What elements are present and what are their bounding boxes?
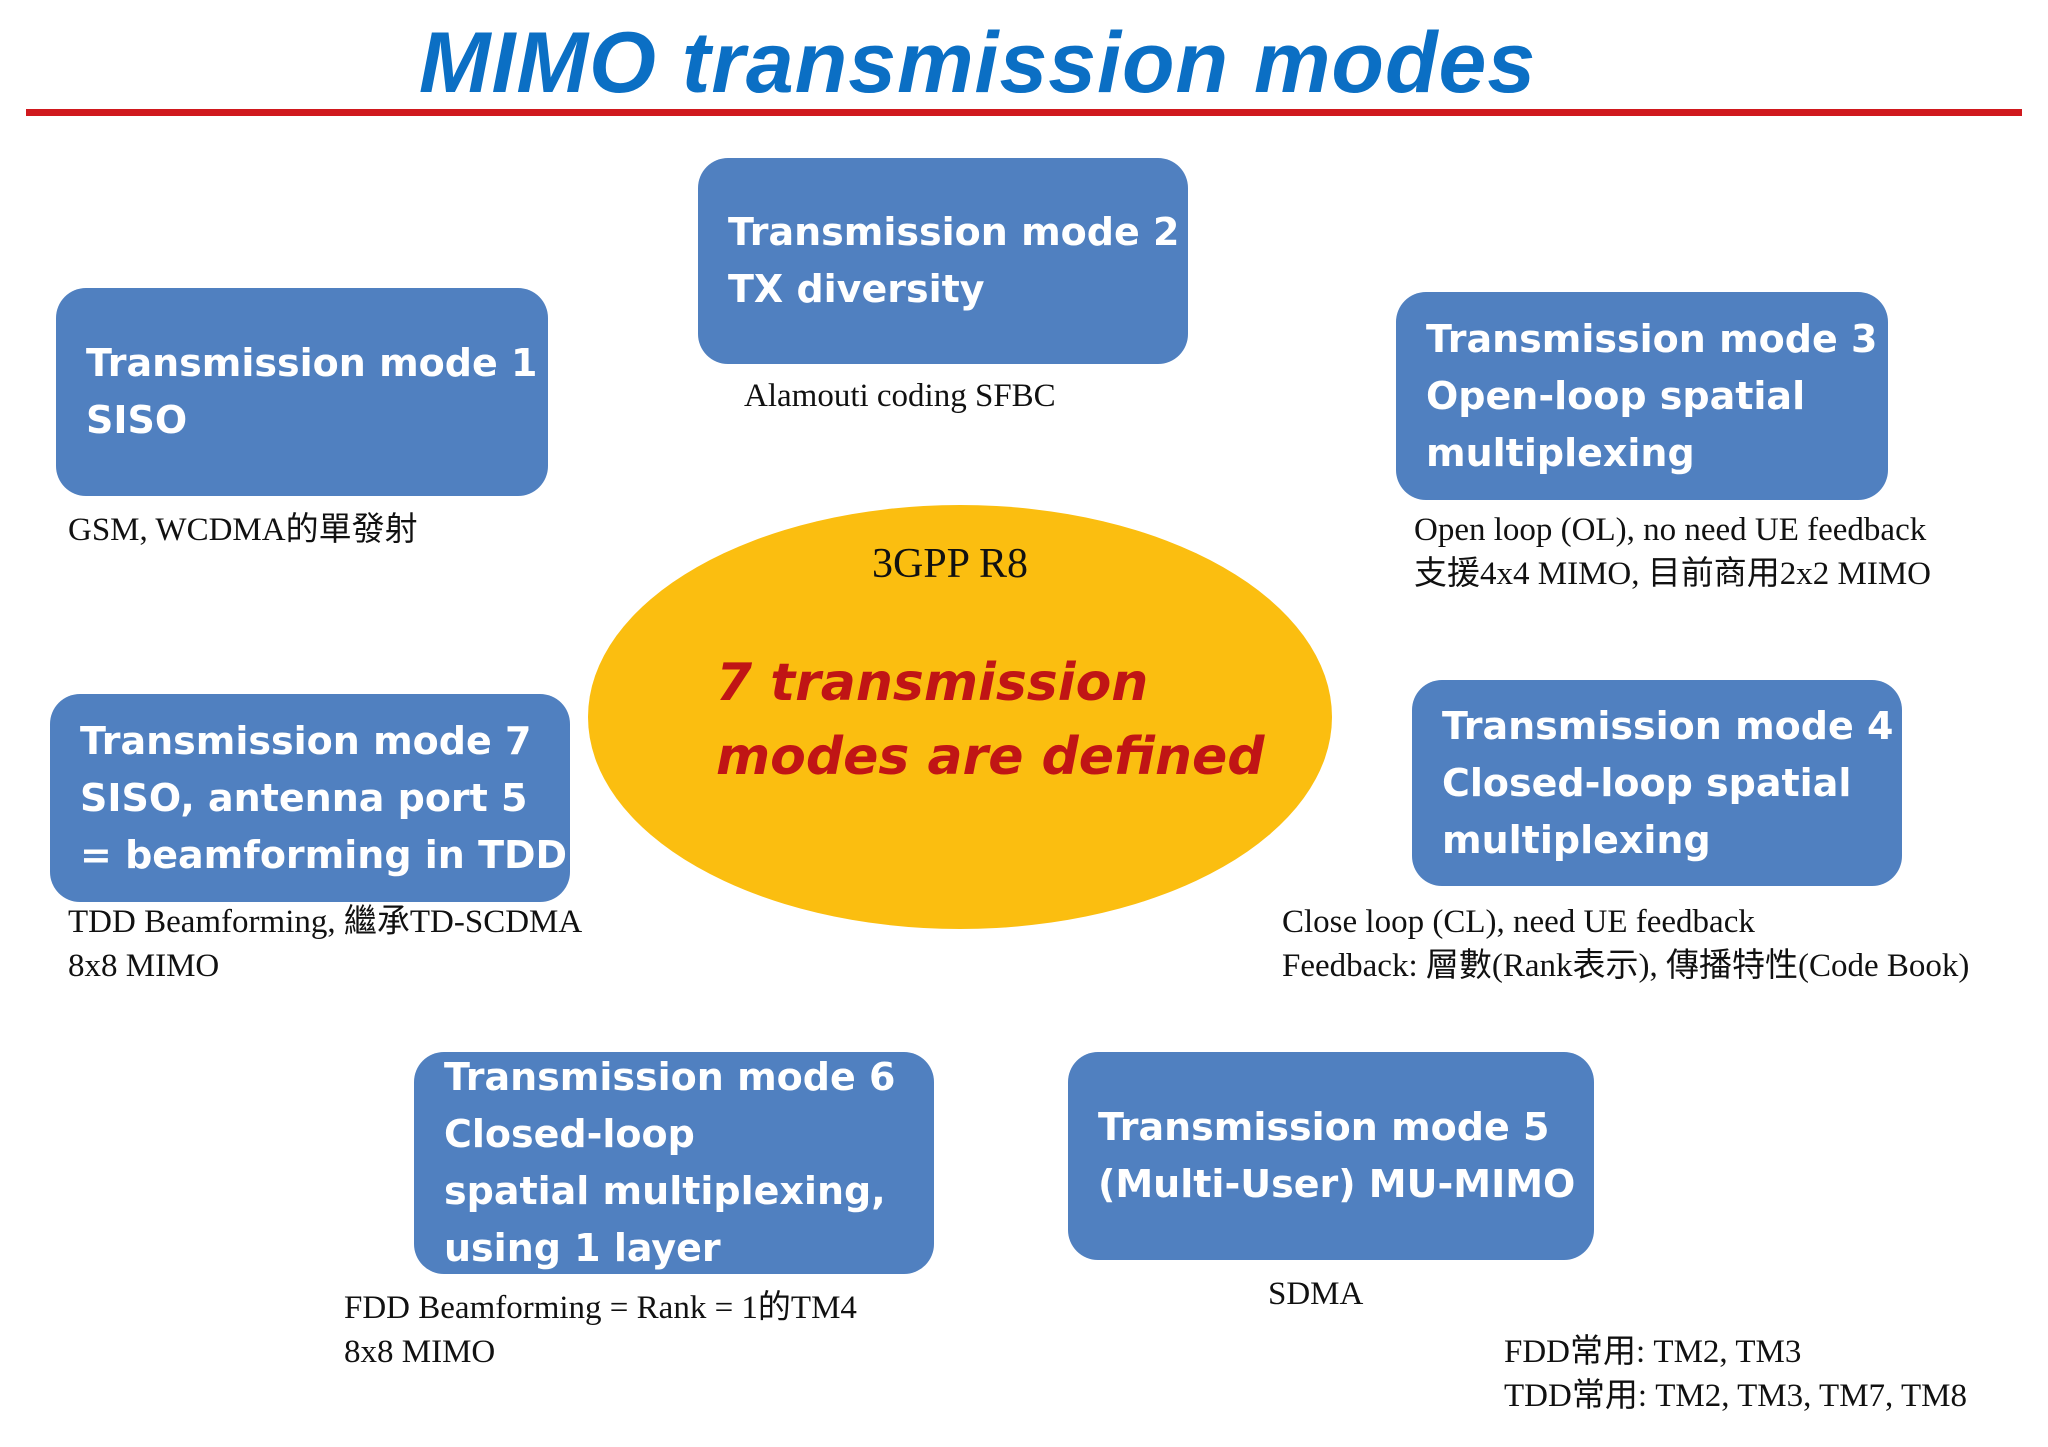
mode-box-line: multiplexing <box>1442 817 1711 862</box>
mode-note-line: Close loop (CL), need UE feedback <box>1282 904 1755 940</box>
center-text-line2: modes are defined <box>716 727 1265 787</box>
mode-box-tm6: Transmission mode 6 Closed-loop spatial … <box>414 1052 934 1274</box>
mode-note-tm6: FDD Beamforming = Rank = 1的TM4 8x8 MIMO <box>344 1286 857 1374</box>
mode-box-line: Transmission mode 3 <box>1426 316 1878 361</box>
mode-box-line: Open-loop spatial <box>1426 373 1806 418</box>
mode-box-line: spatial multiplexing, <box>444 1169 886 1213</box>
usage-note: FDD常用: TM2, TM3 TDD常用: TM2, TM3, TM7, TM… <box>1504 1330 1967 1418</box>
mode-box-line: Transmission mode 2 <box>728 210 1180 254</box>
mode-note-line: FDD Beamforming = Rank = 1的TM4 <box>344 1290 857 1326</box>
mode-note-line: Open loop (OL), no need UE feedback <box>1414 512 1927 548</box>
mode-note-line: Feedback: 層數(Rank表示), 傳播特性(Code Book) <box>1282 948 1970 984</box>
slide-title: MIMO transmission modes <box>418 15 1537 111</box>
mode-box-line: TX diversity <box>728 267 985 311</box>
mode-box-tm2: Transmission mode 2 TX diversity <box>698 158 1188 364</box>
mode-box-line: SISO, antenna port 5 <box>80 775 528 820</box>
usage-note-line: TDD常用: TM2, TM3, TM7, TM8 <box>1504 1378 1967 1414</box>
title-underline <box>26 109 2022 116</box>
mode-box-line: Transmission mode 7 <box>80 718 532 763</box>
mode-note-tm2: Alamouti coding SFBC <box>744 374 1056 418</box>
mode-box-tm3: Transmission mode 3 Open-loop spatial mu… <box>1396 292 1888 500</box>
mode-note-line: Alamouti coding SFBC <box>744 378 1056 414</box>
mode-note-line: TDD Beamforming, 繼承TD-SCDMA <box>68 904 583 940</box>
mode-box-line: multiplexing <box>1426 430 1695 475</box>
mode-note-tm3: Open loop (OL), no need UE feedback 支援4x… <box>1414 508 1931 596</box>
mode-box-tm7: Transmission mode 7 SISO, antenna port 5… <box>50 694 570 902</box>
mode-box-line: = beamforming in TDD <box>80 832 568 877</box>
mode-box-line: Transmission mode 1 <box>86 341 538 385</box>
center-ellipse <box>588 505 1332 929</box>
mode-note-tm4: Close loop (CL), need UE feedback Feedba… <box>1282 900 1969 988</box>
center-text: 7 transmission modes are defined <box>716 646 1265 794</box>
mode-box-line: Transmission mode 6 <box>444 1055 896 1099</box>
mode-note-line: 8x8 MIMO <box>344 1334 496 1370</box>
mode-note-line: 8x8 MIMO <box>68 948 220 984</box>
mode-box-line: SISO <box>86 398 188 442</box>
mode-box-line: using 1 layer <box>444 1226 721 1270</box>
mode-box-tm1: Transmission mode 1 SISO <box>56 288 548 496</box>
center-label: 3GPP R8 <box>871 541 1028 587</box>
mode-note-line: SDMA <box>1268 1276 1364 1312</box>
mode-box-line: Transmission mode 5 <box>1098 1105 1550 1149</box>
mode-box-line: Closed-loop <box>444 1112 695 1156</box>
mode-box-tm4: Transmission mode 4 Closed-loop spatial … <box>1412 680 1902 886</box>
center-text-line1: 7 transmission <box>716 653 1149 713</box>
mode-note-tm7: TDD Beamforming, 繼承TD-SCDMA 8x8 MIMO <box>68 900 582 988</box>
mode-note-line: GSM, WCDMA的單發射 <box>68 512 418 548</box>
mode-box-line: (Multi-User) MU-MIMO <box>1098 1162 1576 1206</box>
mode-note-tm1: GSM, WCDMA的單發射 <box>68 508 418 552</box>
mode-box-line: Transmission mode 4 <box>1442 703 1894 748</box>
usage-note-line: FDD常用: TM2, TM3 <box>1504 1334 1802 1370</box>
mode-note-line: 支援4x4 MIMO, 目前商用2x2 MIMO <box>1414 556 1932 592</box>
mode-note-tm5: SDMA <box>1268 1272 1363 1316</box>
mode-box-line: Closed-loop spatial <box>1442 760 1852 805</box>
mode-box-tm5: Transmission mode 5 (Multi-User) MU-MIMO <box>1068 1052 1594 1260</box>
